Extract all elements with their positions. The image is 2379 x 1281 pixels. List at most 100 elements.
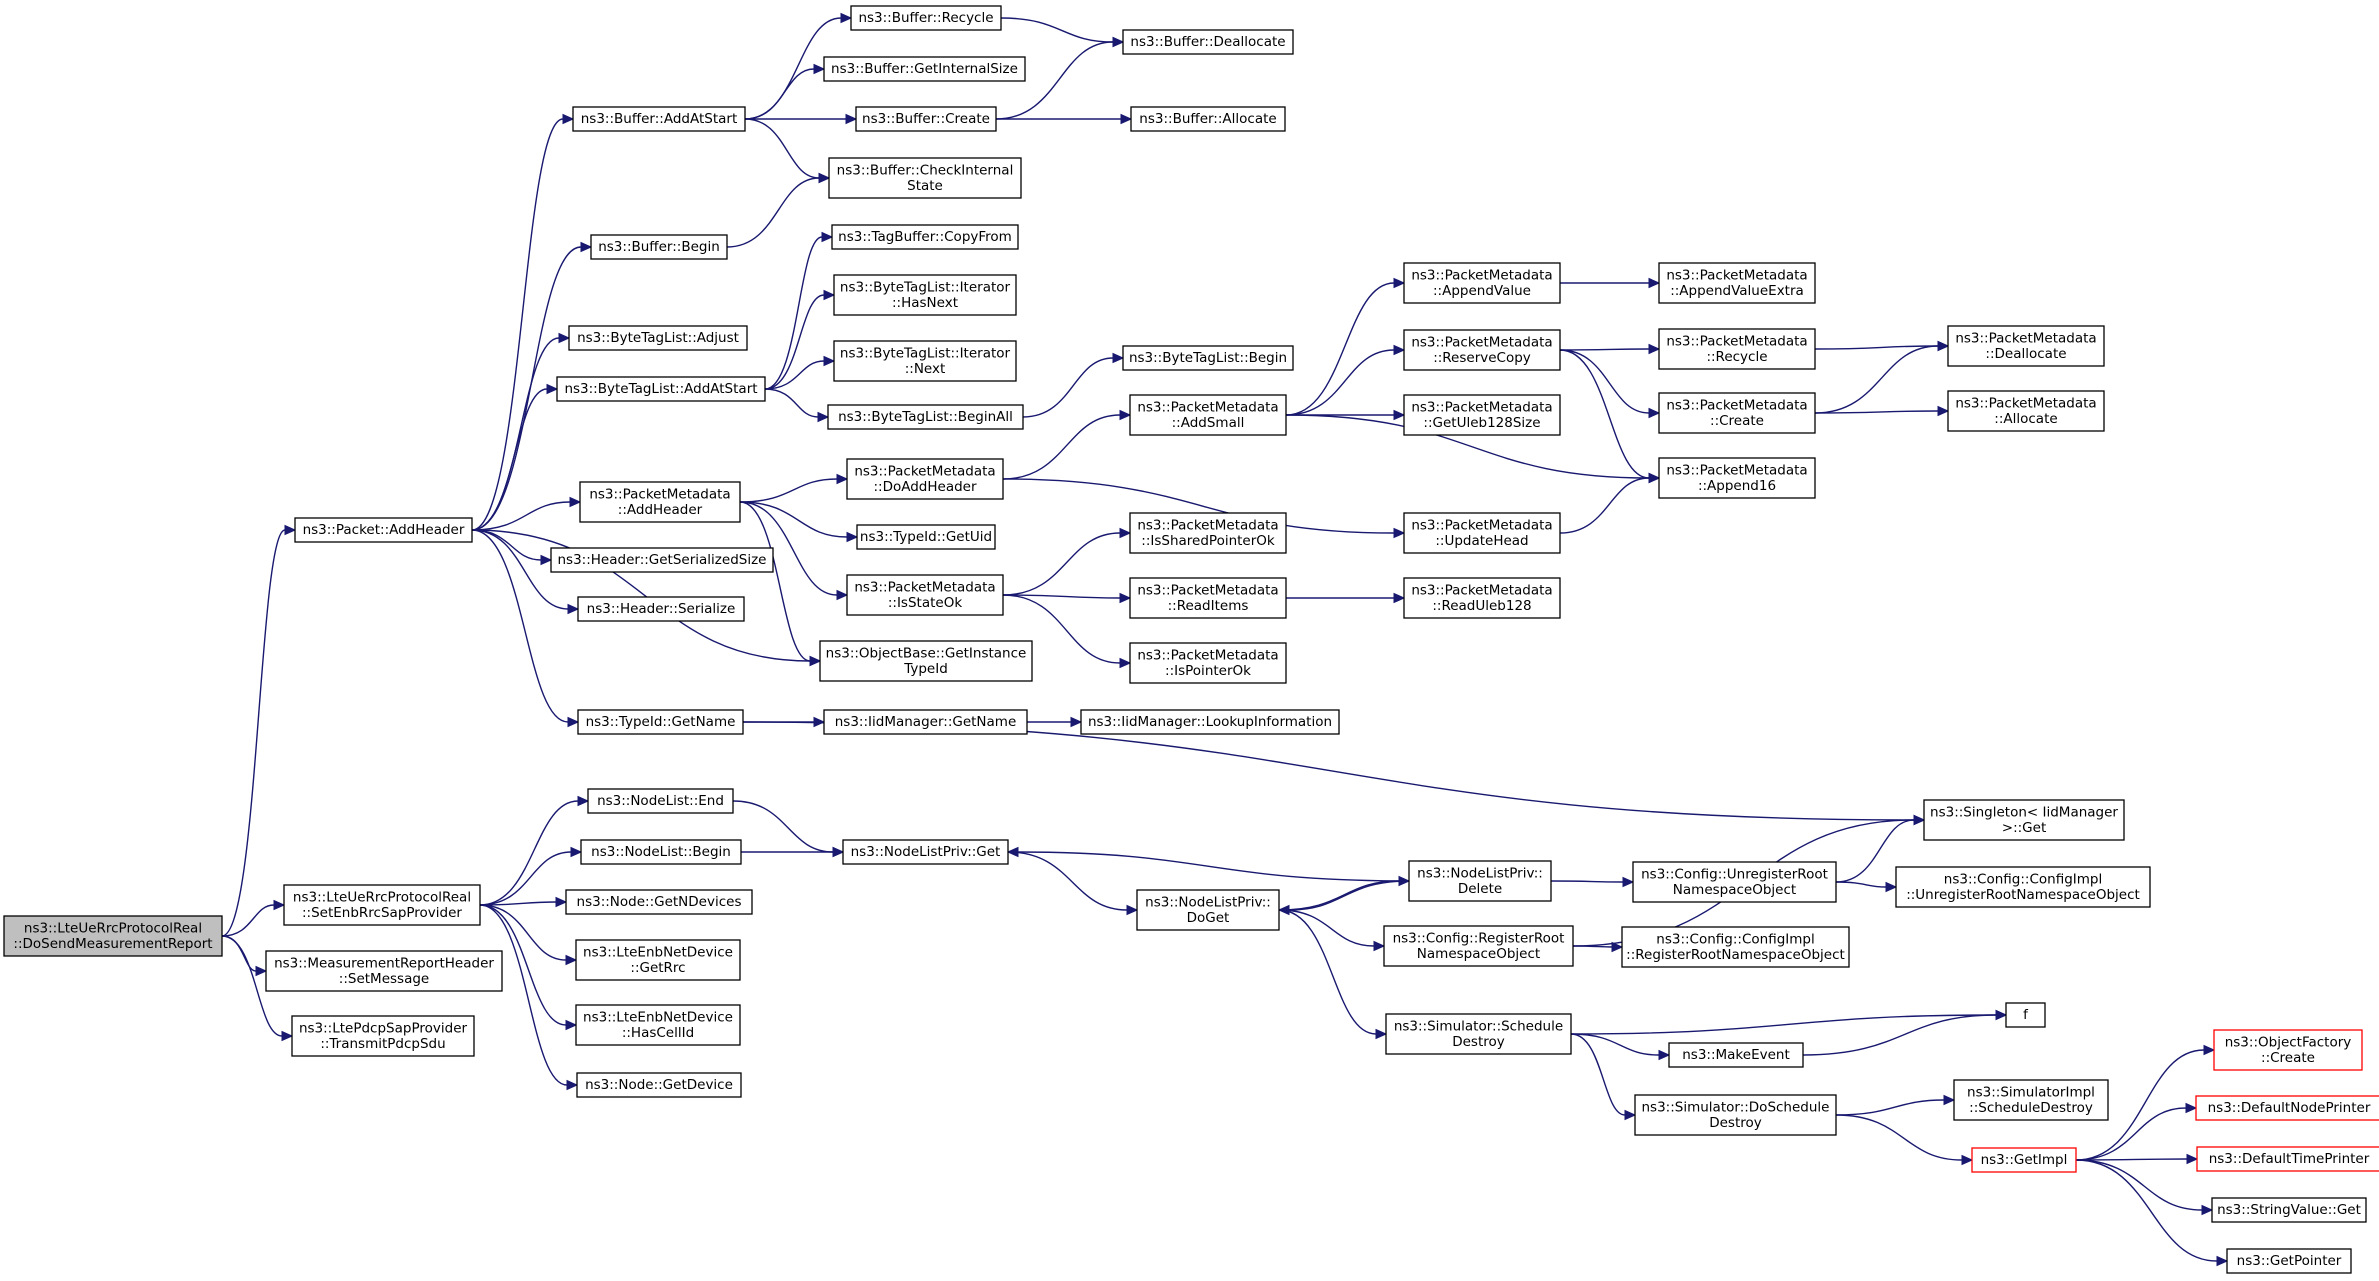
node-simsched[interactable]: ns3::Simulator::ScheduleDestroy xyxy=(1385,1013,1572,1055)
node-box xyxy=(833,340,1017,382)
node-pmalloc[interactable]: ns3::PacketMetadata::Allocate xyxy=(1947,390,2105,432)
edge-setenb-to-nlbegin xyxy=(479,846,583,906)
node-bufaddatstart[interactable]: ns3::Buffer::AddAtStart xyxy=(572,106,746,132)
node-cfgreg[interactable]: ns3::Config::RegisterRootNamespaceObject xyxy=(1383,925,1574,967)
node-btladdatstart[interactable]: ns3::ByteTagList::AddAtStart xyxy=(556,376,766,402)
node-objfactory[interactable]: ns3::ObjectFactory::Create xyxy=(2213,1029,2363,1071)
edge-arrowhead xyxy=(821,231,834,243)
node-pmuleb[interactable]: ns3::PacketMetadata::GetUleb128Size xyxy=(1403,394,1561,436)
node-pmdealloc[interactable]: ns3::PacketMetadata::Deallocate xyxy=(1947,325,2105,367)
node-box xyxy=(1403,394,1561,436)
node-deftime[interactable]: ns3::DefaultTimePrinter xyxy=(2196,1146,2379,1172)
node-nodegetdev[interactable]: ns3::Node::GetDevice xyxy=(576,1072,742,1098)
node-pmcreate[interactable]: ns3::PacketMetadata::Create xyxy=(1658,392,1816,434)
node-pmreaditems[interactable]: ns3::PacketMetadata::ReadItems xyxy=(1129,577,1287,619)
node-box xyxy=(1129,394,1287,436)
node-pdcp[interactable]: ns3::LtePdcpSapProvider::TransmitPdcpSdu xyxy=(291,1015,475,1057)
edge-simdosched-to-getimpl xyxy=(1835,1114,1974,1166)
node-bufcreate[interactable]: ns3::Buffer::Create xyxy=(855,106,997,132)
edge-line xyxy=(739,501,811,662)
node-cfgimplreg[interactable]: ns3::Config::ConfigImpl::RegisterRootNam… xyxy=(1621,926,1850,968)
node-nlpget[interactable]: ns3::NodeListPriv::Get xyxy=(842,839,1009,865)
node-label: ns3::IidManager::GetName xyxy=(835,714,1017,730)
node-label: ns3::Header::GetSerializedSize xyxy=(558,552,767,568)
node-enbcell[interactable]: ns3::LteEnbNetDevice::HasCellId xyxy=(575,1004,741,1046)
node-pmappendextra[interactable]: ns3::PacketMetadata::AppendValueExtra xyxy=(1658,262,1816,304)
edge-arrowhead xyxy=(2216,1255,2229,1267)
edge-line xyxy=(732,800,834,853)
node-setenb[interactable]: ns3::LteUeRrcProtocolReal::SetEnbRrcSapP… xyxy=(283,884,481,926)
node-hdrser[interactable]: ns3::Header::Serialize xyxy=(577,596,745,622)
node-addheader[interactable]: ns3::Packet::AddHeader xyxy=(294,517,473,543)
node-label: ns3::MakeEvent xyxy=(1682,1047,1790,1063)
node-makeevent[interactable]: ns3::MakeEvent xyxy=(1668,1042,1804,1068)
node-typeidname[interactable]: ns3::TypeId::GetName xyxy=(577,709,744,735)
node-label: ::GetRrc xyxy=(630,960,685,976)
edge-line xyxy=(739,501,838,596)
node-pmappendvalue[interactable]: ns3::PacketMetadata::AppendValue xyxy=(1403,262,1561,304)
node-nlpdoget[interactable]: ns3::NodeListPriv::DoGet xyxy=(1136,889,1280,931)
node-singleton[interactable]: ns3::Singleton< IidManager >::Get xyxy=(1923,799,2125,841)
node-getimpl[interactable]: ns3::GetImpl xyxy=(1971,1147,2077,1173)
node-bufalloc[interactable]: ns3::Buffer::Allocate xyxy=(1130,106,1286,132)
edge-arrowhead xyxy=(565,1019,578,1031)
node-bufinternal[interactable]: ns3::Buffer::GetInternalSize xyxy=(823,56,1026,82)
edge-bufcreate-to-bufalloc xyxy=(996,113,1133,125)
node-bufrecycle[interactable]: ns3::Buffer::Recycle xyxy=(850,5,1002,31)
node-box xyxy=(576,1072,742,1098)
node-pmdoadd[interactable]: ns3::PacketMetadata::DoAddHeader xyxy=(846,458,1004,500)
node-pmaddheader[interactable]: ns3::PacketMetadata::AddHeader xyxy=(579,481,741,523)
node-pmisshared[interactable]: ns3::PacketMetadata::IsSharedPointerOk xyxy=(1129,512,1287,554)
node-ithasnext[interactable]: ns3::ByteTagList::Iterator::HasNext xyxy=(833,274,1017,316)
node-strval[interactable]: ns3::StringValue::Get xyxy=(2211,1197,2367,1223)
node-defnode[interactable]: ns3::DefaultNodePrinter xyxy=(2195,1095,2379,1121)
node-label: DoGet xyxy=(1187,910,1230,926)
node-label: ns3::ByteTagList::Begin xyxy=(1129,350,1287,366)
node-root[interactable]: ns3::LteUeRrcProtocolReal::DoSendMeasure… xyxy=(3,915,223,957)
node-pmaddsmall[interactable]: ns3::PacketMetadata::AddSmall xyxy=(1129,394,1287,436)
edge-arrowhead xyxy=(840,12,853,24)
node-label: >::Get xyxy=(2002,820,2046,836)
node-tagcopy[interactable]: ns3::TagBuffer::CopyFrom xyxy=(831,224,1019,250)
node-measrep[interactable]: ns3::MeasurementReportHeader::SetMessage xyxy=(265,950,503,992)
node-label: ns3::LteEnbNetDevice xyxy=(583,944,733,960)
node-pmisstate[interactable]: ns3::PacketMetadata::IsStateOk xyxy=(846,574,1004,616)
node-bufbegin[interactable]: ns3::Buffer::Begin xyxy=(590,234,728,260)
node-nlend[interactable]: ns3::NodeList::End xyxy=(587,788,734,814)
node-cfgunreg[interactable]: ns3::Config::UnregisterRootNamespaceObje… xyxy=(1632,861,1837,903)
node-nlbegin[interactable]: ns3::NodeList::Begin xyxy=(580,839,742,865)
node-itnext[interactable]: ns3::ByteTagList::Iterator::Next xyxy=(833,340,1017,382)
node-pmrecycle[interactable]: ns3::PacketMetadata::Recycle xyxy=(1658,328,1816,370)
node-pmreservecopy[interactable]: ns3::PacketMetadata::ReserveCopy xyxy=(1403,329,1561,371)
node-f[interactable]: f xyxy=(2005,1002,2046,1028)
node-label: ns3::Config::ConfigImpl xyxy=(1944,871,2102,887)
node-simimplsched[interactable]: ns3::SimulatorImpl::ScheduleDestroy xyxy=(1953,1079,2109,1121)
node-getptr[interactable]: ns3::GetPointer xyxy=(2226,1248,2352,1274)
node-iidlookup[interactable]: ns3::IidManager::LookupInformation xyxy=(1080,709,1340,735)
edge-pmaddsmall-to-pmappendvalue xyxy=(1285,277,1406,416)
edge-arrowhead xyxy=(818,172,831,184)
node-bufdealloc[interactable]: ns3::Buffer::Deallocate xyxy=(1122,29,1294,55)
node-btlbegin[interactable]: ns3::ByteTagList::Begin xyxy=(1122,345,1294,371)
edge-line xyxy=(1802,1014,1997,1056)
node-box xyxy=(2196,1146,2379,1172)
node-pmisptr[interactable]: ns3::PacketMetadata::IsPointerOk xyxy=(1129,642,1287,684)
node-cfgimplunreg[interactable]: ns3::Config::ConfigImpl::UnregisterRootN… xyxy=(1895,866,2151,908)
node-pmreaduleb[interactable]: ns3::PacketMetadata::ReadUleb128 xyxy=(1403,577,1561,619)
node-typeiduid[interactable]: ns3::TypeId::GetUid xyxy=(856,524,996,550)
node-hdrsize[interactable]: ns3::Header::GetSerializedSize xyxy=(550,547,774,573)
node-pmappend16[interactable]: ns3::PacketMetadata::Append16 xyxy=(1658,457,1816,499)
node-iidgetname[interactable]: ns3::IidManager::GetName xyxy=(823,709,1028,735)
node-enbrrc[interactable]: ns3::LteEnbNetDevice::GetRrc xyxy=(575,939,741,981)
node-btladjust[interactable]: ns3::ByteTagList::Adjust xyxy=(568,325,748,351)
edge-pmisstate-to-pmisshared xyxy=(1002,527,1132,596)
edge-arrowhead xyxy=(1943,1094,1956,1106)
node-btlbeginall[interactable]: ns3::ByteTagList::BeginAll xyxy=(827,404,1024,430)
node-nodengetn[interactable]: ns3::Node::GetNDevices xyxy=(565,889,753,915)
node-pmupdatehead[interactable]: ns3::PacketMetadata::UpdateHead xyxy=(1403,512,1561,554)
edge-line xyxy=(221,529,286,937)
node-nlpdelete[interactable]: ns3::NodeListPriv::Delete xyxy=(1408,860,1552,902)
